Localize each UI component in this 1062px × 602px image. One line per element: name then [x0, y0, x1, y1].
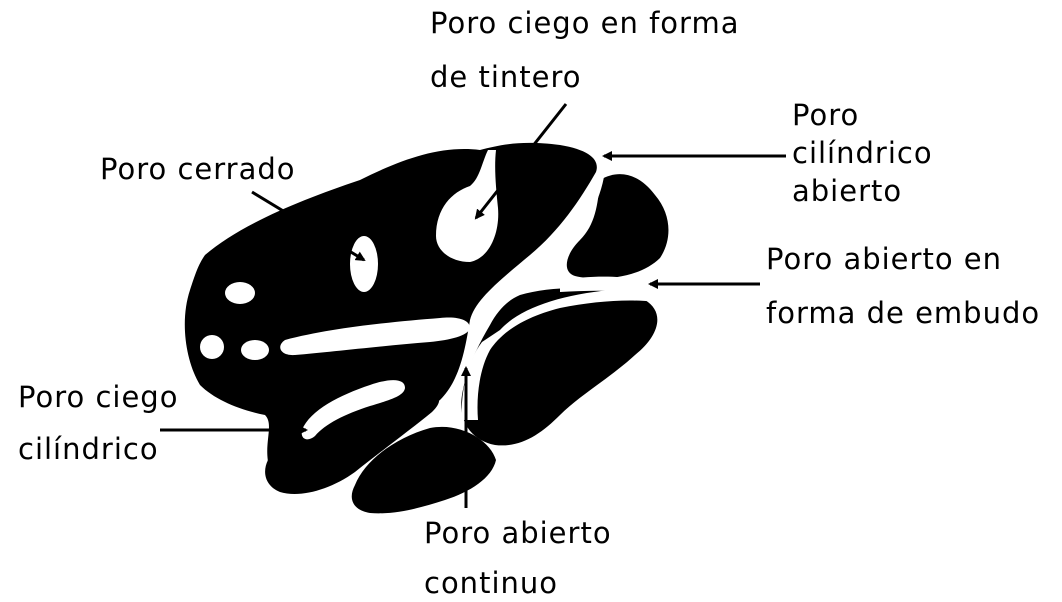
- closed-pore: [200, 335, 224, 359]
- label-line: Poro ciego en forma: [430, 4, 739, 42]
- solid-lump-lower-right: [461, 288, 657, 445]
- label-line: continuo: [424, 564, 612, 602]
- label-poro-ciego-cilindrico: Poro ciego cilíndrico: [18, 378, 178, 468]
- label-poro-cilindrico-abierto: Poro cilíndrico abierto: [792, 96, 933, 210]
- label-poro-tintero: Poro ciego en forma de tintero: [430, 4, 739, 96]
- label-line: Poro cerrado: [100, 150, 296, 188]
- closed-pore: [241, 340, 269, 360]
- label-line: Poro abierto: [424, 514, 612, 552]
- closed-pore-target: [350, 236, 378, 292]
- label-line: de tintero: [430, 58, 739, 96]
- label-line: Poro: [792, 96, 933, 134]
- label-line: Poro ciego: [18, 378, 178, 416]
- closed-pore: [225, 282, 255, 304]
- label-line: cilíndrico: [792, 134, 933, 172]
- label-poro-continuo: Poro abierto continuo: [424, 514, 612, 602]
- label-line: Poro abierto en: [766, 240, 1040, 278]
- label-poro-embudo: Poro abierto en forma de embudo: [766, 240, 1040, 332]
- label-line: cilíndrico: [18, 430, 178, 468]
- label-line: abierto: [792, 172, 933, 210]
- label-line: forma de embudo: [766, 294, 1040, 332]
- label-poro-cerrado: Poro cerrado: [100, 150, 296, 188]
